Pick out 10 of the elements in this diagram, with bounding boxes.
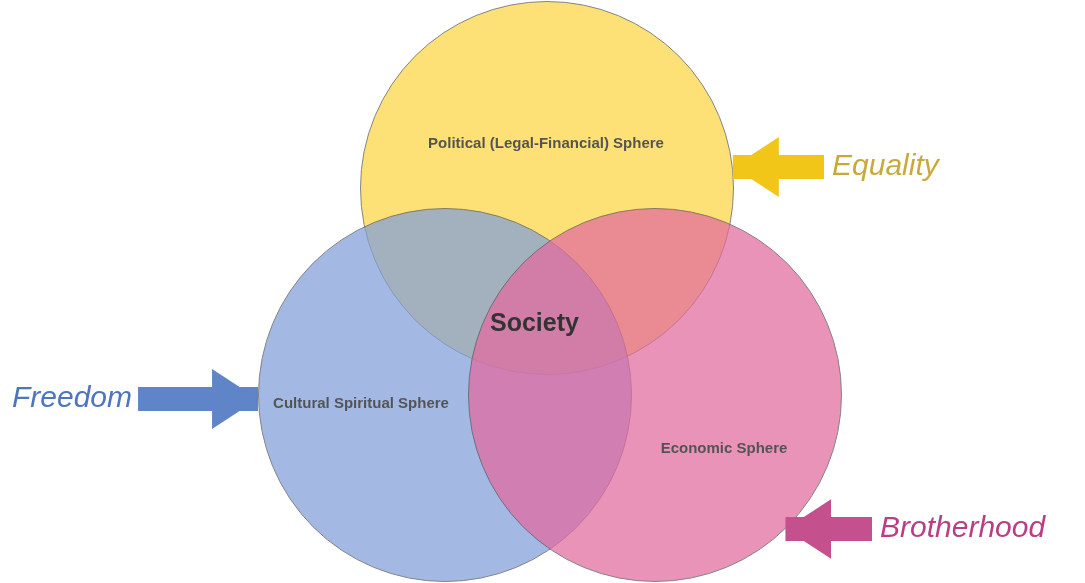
- value-label: Freedom: [12, 380, 133, 414]
- sphere-label: Cultural Spiritual Sphere: [272, 393, 450, 413]
- sphere-label: Economic Sphere: [659, 438, 789, 458]
- block-arrow: [785, 499, 872, 559]
- block-arrow: [732, 137, 824, 197]
- sphere-label: Political (Legal-Financial) Sphere: [427, 133, 665, 153]
- block-arrow: [138, 369, 259, 429]
- value-label: Brotherhood: [880, 510, 1046, 544]
- center-label: Society: [490, 308, 579, 337]
- value-label: Equality: [832, 148, 939, 182]
